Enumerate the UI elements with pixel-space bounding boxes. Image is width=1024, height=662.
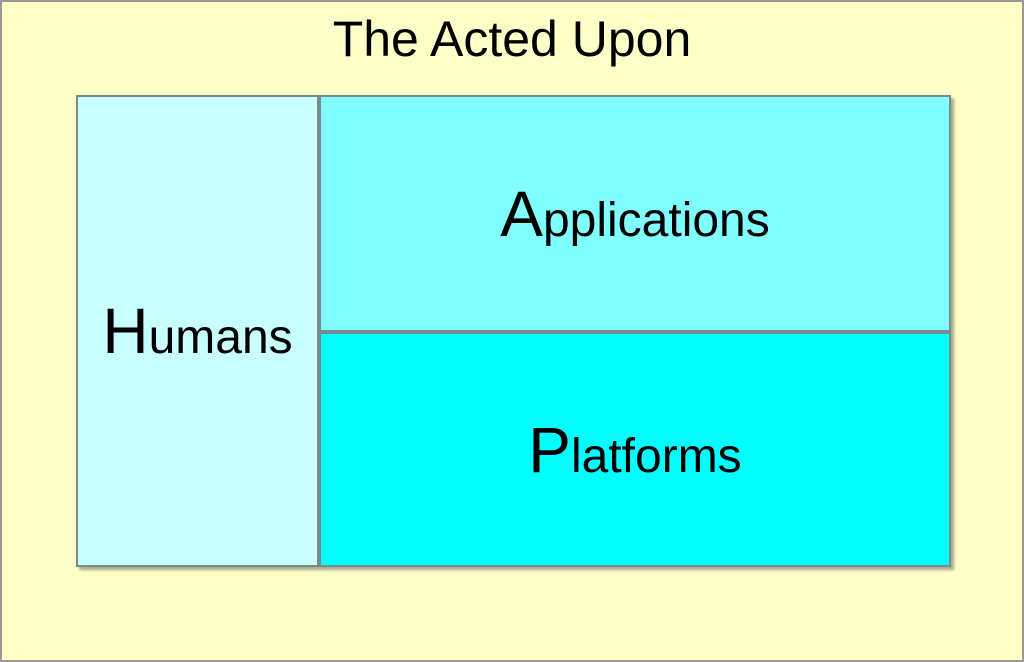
acted-upon-frame: Humans Applications Platforms [76,95,951,567]
humans-label: Humans [102,299,292,363]
right-column: Applications Platforms [319,95,951,567]
applications-label: Applications [500,182,770,246]
humans-label-initial: H [102,295,149,367]
humans-label-rest: umans [148,311,293,364]
applications-label-initial: A [500,177,543,250]
platforms-label-initial: P [528,413,571,486]
platforms-box: Platforms [319,332,951,567]
humans-box: Humans [76,95,319,567]
applications-label-rest: pplications [542,193,770,247]
platforms-label: Platforms [528,418,741,482]
diagram-title: The Acted Upon [332,11,692,67]
platforms-label-rest: latforms [570,429,742,483]
applications-box: Applications [319,95,951,332]
